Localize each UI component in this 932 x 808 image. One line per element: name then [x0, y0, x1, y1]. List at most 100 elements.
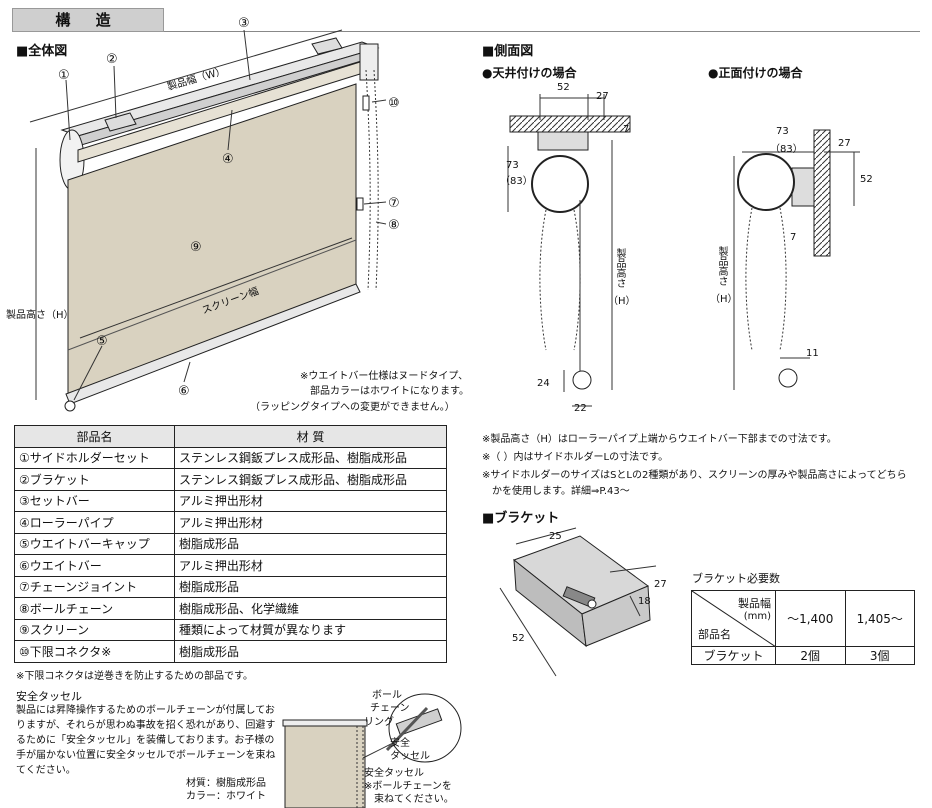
ball-chain: [365, 69, 379, 291]
table-row: ③セットバーアルミ押出形材: [14, 489, 447, 512]
front-chain: [745, 207, 787, 351]
bracket-table-header: 製品幅 (mm) 部品名 ～1,400 1,405～: [691, 590, 915, 647]
bracket-table-corner: 製品幅 (mm) 部品名: [691, 590, 776, 647]
side-view-diagram: [507, 94, 860, 407]
tassel-material: 材質：樹脂成形品: [186, 778, 266, 789]
overall-heading: ■全体図: [16, 44, 68, 59]
part-material: アルミ押出形材: [174, 511, 447, 534]
ceiling-mount-title: ●天井付けの場合: [482, 66, 577, 80]
ceiling-weight: [572, 370, 592, 390]
bracket-dim-27: 27: [654, 579, 667, 590]
screen-width-dim-line: [79, 237, 353, 339]
callout-8: ⑧: [388, 218, 400, 233]
bracket-row-label: ブラケット: [691, 646, 776, 665]
parts-table-header: 部品名 材 質: [14, 425, 447, 448]
bracket-diagram: [499, 527, 657, 677]
ceiling-dim-73: 73: [506, 160, 519, 171]
tassel-zoom-circle: [388, 693, 462, 763]
part-material: アルミ押出形材: [174, 489, 447, 512]
part-material: 樹脂成形品: [174, 575, 447, 598]
safety-body: 製品には昇降操作するためのボールチェーンが付属しておりますが、それらが思わぬ事故…: [16, 705, 276, 776]
part-material: 樹脂成形品: [174, 532, 447, 555]
roller-pipe: [77, 61, 361, 163]
tassel-roller: [282, 719, 368, 727]
safety-title: 安全タッセル: [16, 690, 82, 703]
callout-6: ⑥: [178, 384, 190, 399]
lower-limit-connector: [362, 95, 370, 111]
corner-bottom: 部品名: [698, 628, 731, 641]
part-material: ステンレス鋼鈑プレス成形品、樹脂成形品: [174, 446, 447, 469]
side-note-4: かを使用します。詳細⇒P.43～: [492, 486, 630, 497]
front-holder: [737, 153, 795, 211]
parts-col-material: 材 質: [174, 425, 447, 448]
callout-5: ⑤: [96, 334, 108, 349]
part-name: ⑧ボールチェーン: [14, 597, 175, 620]
table-row: ⑦チェーンジョイント樹脂成形品: [14, 575, 447, 598]
part-name: ⑨スクリーン: [14, 618, 175, 641]
tassel-label-tassel-2: タッセル: [390, 751, 430, 762]
part-name: ⑥ウエイトバー: [14, 554, 175, 577]
front-bracket: [791, 167, 815, 207]
safety-tassel-diagram: [282, 693, 462, 808]
table-row: ②ブラケットステンレス鋼鈑プレス成形品、樹脂成形品: [14, 468, 447, 491]
front-dim-73: 73: [776, 126, 789, 137]
parts-footnote: ※下限コネクタは逆巻きを防止するための部品です。: [16, 671, 253, 682]
table-row: ⑨スクリーン種類によって材質が異なります: [14, 618, 447, 641]
tassel-label-tassel-1: 安全: [390, 738, 410, 749]
part-name: ①サイドホルダーセット: [14, 446, 175, 469]
corner-unit: (mm): [743, 611, 771, 622]
part-material: 種類によって材質が異なります: [174, 618, 447, 641]
bracket-dim-25: 25: [549, 531, 562, 542]
table-row: ⑧ボールチェーン樹脂成形品、化学繊維: [14, 597, 447, 620]
tassel-caption-2: ※ボールチェーンを: [364, 781, 452, 792]
table-row: ⑥ウエイトバーアルミ押出形材: [14, 554, 447, 577]
ceiling-dim-52: 52: [557, 82, 570, 93]
ceiling-chain: [539, 209, 581, 351]
width-dim-line: [29, 29, 343, 123]
callout-3: ③: [238, 16, 250, 31]
parts-table: 部品名 材 質 ①サイドホルダーセットステンレス鋼鈑プレス成形品、樹脂成形品 ②…: [14, 425, 447, 663]
side-note-3: ※サイドホルダーのサイズはSとLの2種類があり、スクリーンの厚みや製品高さによっ…: [482, 470, 907, 481]
bracket-count-table: 製品幅 (mm) 部品名 ～1,400 1,405～ ブラケット 2個 3個: [691, 590, 915, 665]
bracket-heading: ■ブラケット: [482, 511, 560, 526]
tassel-color: カラー：ホワイト: [186, 791, 266, 802]
front-dim-83: （83）: [770, 144, 803, 155]
weight-note-2: 部品カラーはホワイトになります。: [310, 386, 469, 397]
bracket-table-title: ブラケット必要数: [692, 572, 780, 585]
front-dim-52: 52: [860, 174, 873, 185]
side-holder-right: [359, 43, 379, 81]
part-material: ステンレス鋼鈑プレス成形品、樹脂成形品: [174, 468, 447, 491]
bracket-val-2: 3個: [844, 646, 915, 665]
callout-9: ⑨: [190, 240, 202, 255]
corner-diagonal: [692, 591, 776, 647]
front-weight: [778, 368, 798, 388]
part-name: ③セットバー: [14, 489, 175, 512]
tassel-caption-1: 安全タッセル: [364, 768, 424, 779]
table-row: ブラケット 2個 3個: [691, 646, 915, 665]
weight-note-1: ※ウエイトバー仕様はヌードタイプ、: [300, 371, 469, 382]
part-name: ⑤ウエイトバーキャップ: [14, 532, 175, 555]
tassel-label-chain-1: ボール: [372, 690, 402, 701]
front-h-label: （H）: [710, 294, 738, 305]
front-dim-11: 11: [806, 348, 819, 359]
height-label: 製品高さ（H）: [6, 310, 74, 321]
weight-bar-cap: [64, 400, 76, 412]
tassel-screen: [284, 723, 366, 808]
bracket-left: [104, 112, 137, 132]
side-note-2: ※（ ）内はサイドホルダーLの寸法です。: [482, 452, 669, 463]
overall-diagram: [29, 29, 387, 412]
bracket-dim-18: 18: [638, 596, 651, 607]
ceiling-dim-27: 27: [596, 91, 609, 102]
callout-1: ①: [58, 68, 70, 83]
callout-10: ⑩: [388, 96, 400, 111]
part-material: 樹脂成形品: [174, 640, 447, 663]
bracket-col-2: 1,405～: [844, 590, 915, 647]
bracket-dim-52: 52: [512, 633, 525, 644]
tassel-bundle: [385, 706, 429, 752]
callout-7: ⑦: [388, 196, 400, 211]
wall: [813, 129, 831, 257]
tassel-label-chain-2: チェーン: [370, 703, 410, 714]
tassel-chain: [356, 726, 364, 808]
front-height-label: 製品高さ: [716, 246, 727, 286]
table-row: ⑤ウエイトバーキャップ樹脂成形品: [14, 532, 447, 555]
